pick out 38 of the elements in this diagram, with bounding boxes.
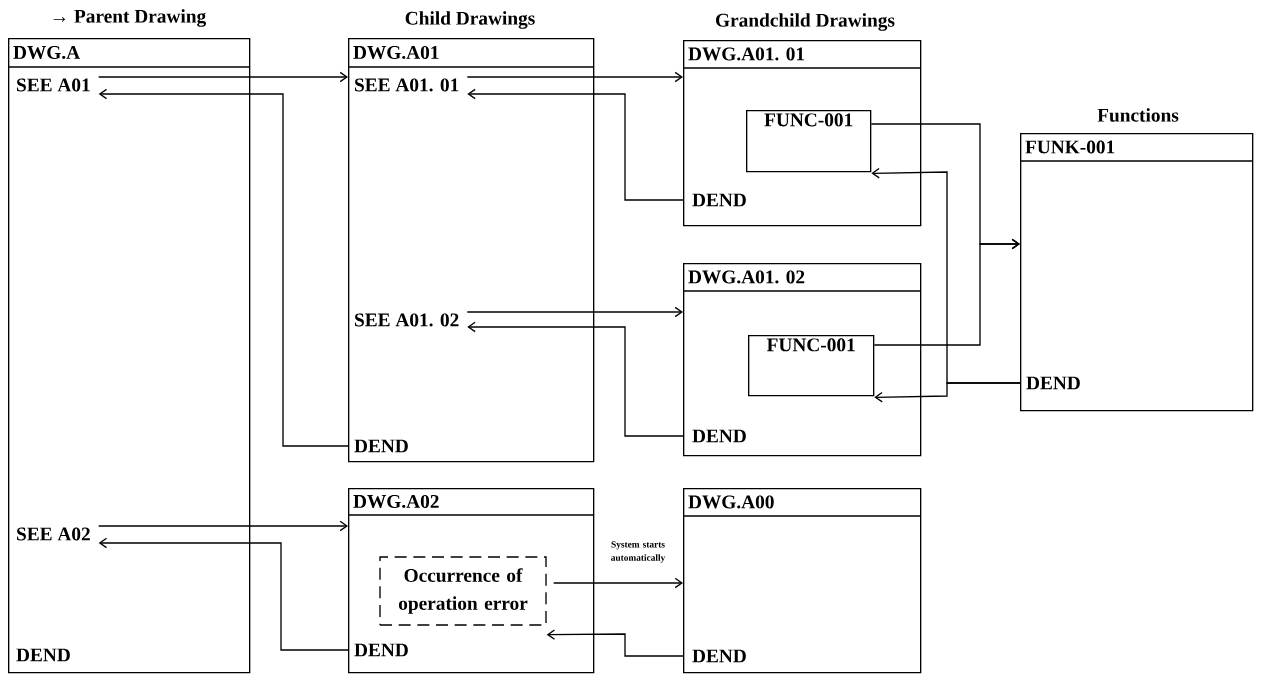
- arrow: [98, 71, 348, 83]
- arrow: [546, 629, 684, 657]
- drawing-title: FUNK-001: [1025, 140, 1115, 154]
- reference-text: SEE A01. 02: [355, 313, 459, 327]
- arrow: [98, 88, 349, 447]
- function-box: FUNC-001: [746, 110, 872, 173]
- end-text: DEND: [1026, 376, 1080, 390]
- arrow: [874, 382, 1021, 403]
- end-text: DEND: [692, 193, 746, 207]
- arrow: [467, 321, 684, 437]
- end-text: DEND: [354, 643, 408, 657]
- drawing-title: DWG.A01. 01: [688, 47, 805, 61]
- drawing-title: DWG.A01. 02: [688, 270, 805, 284]
- drawing-title: DWG.A01: [353, 45, 439, 60]
- function-box: FUNC-001: [748, 335, 875, 397]
- arrow: [873, 238, 1020, 346]
- end-text: DEND: [692, 649, 746, 663]
- reference-text: SEE A01: [17, 78, 90, 92]
- end-text: DEND: [16, 648, 70, 662]
- arrow: [466, 71, 683, 83]
- drawing-title: DWG.A02: [353, 494, 439, 509]
- drawing-title: DWG.A00: [688, 495, 774, 509]
- arrow: [467, 88, 684, 201]
- reference-text: SEE A02: [17, 527, 90, 541]
- column-heading: Functions: [1097, 108, 1179, 122]
- arrow: [98, 520, 348, 532]
- column-heading: Grandchild Drawings: [716, 13, 895, 31]
- drawing-title: DWG.A: [13, 45, 80, 60]
- column-heading: → Parent Drawing: [53, 9, 206, 27]
- column-heading: Child Drawings: [405, 11, 535, 29]
- end-text: DEND: [692, 429, 746, 443]
- error-box: Occurrence of operation error: [379, 556, 547, 626]
- arrow: [466, 306, 683, 318]
- reference-text: SEE A01. 01: [355, 78, 459, 92]
- end-text: DEND: [354, 439, 408, 453]
- edge-label: System starts automatically: [607, 539, 669, 565]
- arrow: [98, 537, 349, 651]
- arrow: [553, 577, 683, 589]
